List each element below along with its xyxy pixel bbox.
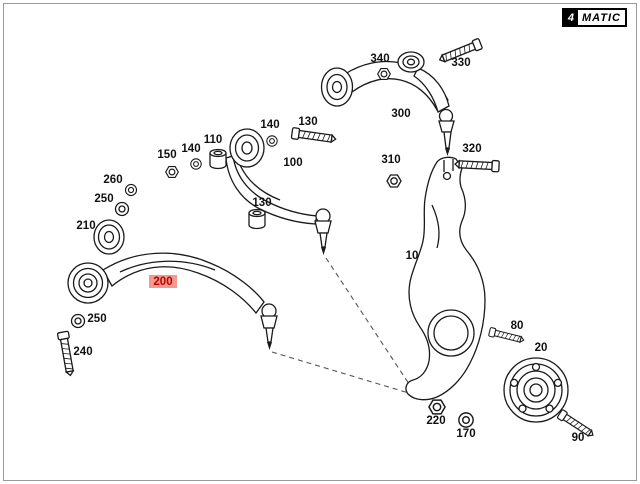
part-label-90[interactable]: 90 <box>572 432 585 444</box>
part-label-170[interactable]: 170 <box>456 428 475 440</box>
part-label-130-a[interactable]: 130 <box>298 116 317 128</box>
bushing-110 <box>209 148 227 170</box>
part-label-140-b[interactable]: 140 <box>181 143 200 155</box>
part-label-250-a[interactable]: 250 <box>94 193 113 205</box>
bolt-130 <box>290 126 338 146</box>
part-label-130-b[interactable]: 130 <box>252 197 271 209</box>
washer-260 <box>124 183 138 197</box>
part-label-300[interactable]: 300 <box>391 108 410 120</box>
washer-140-a <box>266 135 278 147</box>
part-label-100[interactable]: 100 <box>283 157 302 169</box>
part-label-340[interactable]: 340 <box>370 53 389 65</box>
part-label-330[interactable]: 330 <box>451 57 470 69</box>
nut-150 <box>165 166 179 178</box>
washer-140-b <box>190 158 202 170</box>
dashed-leader-lines <box>271 257 414 395</box>
washer-250-a <box>114 201 130 217</box>
lower-control-arm-front <box>225 128 332 255</box>
highlight-box-200 <box>149 275 177 288</box>
part-label-150[interactable]: 150 <box>157 149 176 161</box>
part-label-310[interactable]: 310 <box>381 154 400 166</box>
part-label-20[interactable]: 20 <box>535 342 548 354</box>
part-label-80[interactable]: 80 <box>511 320 524 332</box>
lower-control-arm-rear <box>67 252 278 350</box>
steering-knuckle <box>405 156 486 401</box>
bushing-130 <box>248 208 266 230</box>
part-label-200-highlighted[interactable]: 200 <box>153 276 172 288</box>
part-label-140-a[interactable]: 140 <box>260 119 279 131</box>
nut-310 <box>386 174 402 188</box>
upper-control-arm <box>320 51 455 156</box>
part-label-320[interactable]: 320 <box>462 143 481 155</box>
fourmatic-matic: MATIC <box>581 11 621 24</box>
fourmatic-badge: 4 MATIC <box>561 8 627 27</box>
part-label-10[interactable]: 10 <box>406 250 419 262</box>
washer-250-b <box>70 313 86 329</box>
washer-170 <box>458 412 474 428</box>
part-label-260[interactable]: 260 <box>103 174 122 186</box>
part-label-220[interactable]: 220 <box>426 415 445 427</box>
nut-220 <box>428 399 446 415</box>
bushing-210 <box>93 219 125 255</box>
part-label-210[interactable]: 210 <box>76 220 95 232</box>
wheel-hub <box>503 357 569 423</box>
fourmatic-4: 4 <box>563 10 578 25</box>
part-label-250-b[interactable]: 250 <box>87 313 106 325</box>
nut-340 <box>377 68 391 80</box>
part-label-240[interactable]: 240 <box>73 346 92 358</box>
part-label-110[interactable]: 110 <box>204 134 223 146</box>
part-labels: 340 330 300 140 130 110 150 140 100 310 … <box>73 53 584 444</box>
